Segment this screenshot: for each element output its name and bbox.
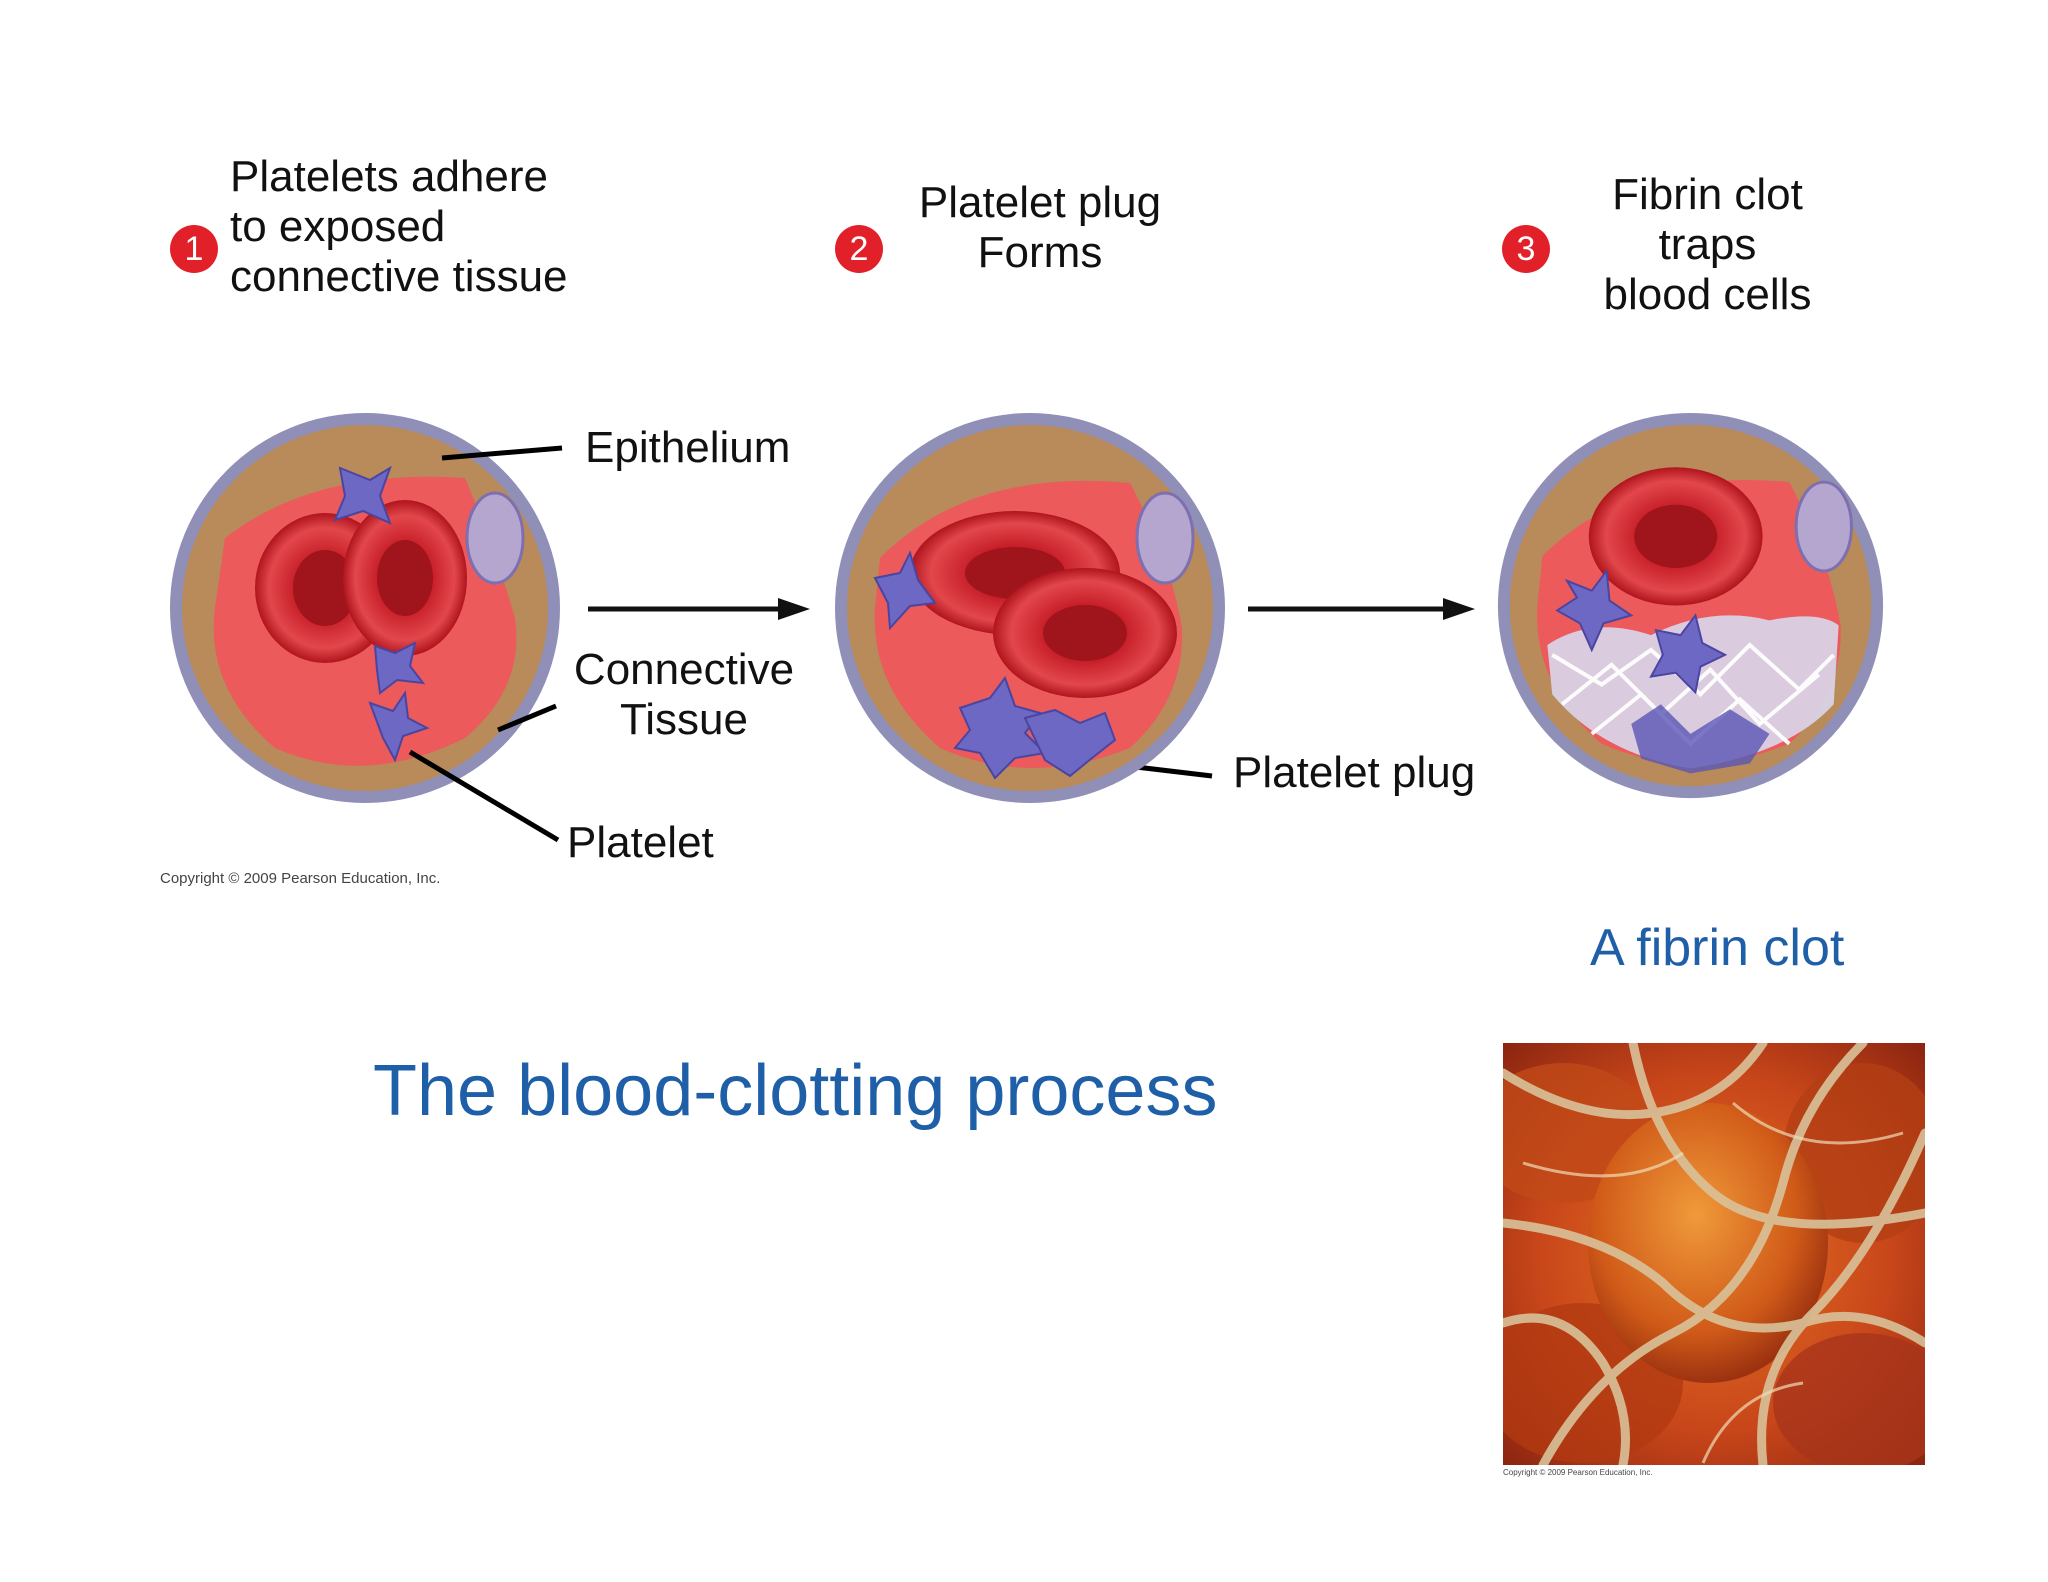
platelet-icon	[873, 550, 937, 631]
step-1-text: Platelets adhere to exposed connective t…	[230, 152, 568, 302]
step-2-line-2: Forms	[977, 228, 1103, 277]
step-2-text: Platelet plug Forms	[900, 178, 1180, 278]
platelet-icon	[333, 465, 392, 525]
copyright-photo: Copyright © 2009 Pearson Education, Inc.	[1503, 1468, 1653, 1477]
vessel-1-illustration	[170, 413, 560, 803]
step-1-badge: 1	[170, 225, 218, 273]
vessel-2-illustration	[835, 413, 1225, 803]
step-3-badge: 3	[1502, 225, 1550, 273]
arrow-2-icon	[1248, 598, 1475, 620]
step-3-line-1: Fibrin clot	[1612, 170, 1803, 219]
fibrin-clot-photo	[1503, 1043, 1925, 1465]
label-connective-tissue: Connective Tissue	[568, 645, 800, 745]
label-connective-line-1: Connective	[573, 645, 795, 694]
vessel-3-illustration	[1497, 412, 1884, 799]
copyright-main: Copyright © 2009 Pearson Education, Inc.	[160, 870, 441, 887]
platelet-icon	[368, 690, 430, 763]
step-1-line-3: connective tissue	[230, 252, 568, 301]
step-2-line-1: Platelet plug	[918, 178, 1162, 227]
platelet-icon	[1649, 613, 1728, 695]
platelet-plug-icon	[1023, 708, 1117, 778]
label-connective-line-2: Tissue	[620, 695, 748, 744]
label-epithelium: Epithelium	[585, 423, 791, 472]
label-platelet: Platelet	[567, 818, 714, 867]
photo-caption: A fibrin clot	[1590, 919, 1845, 977]
fibrin-strands	[1503, 1043, 1925, 1465]
platelet-icon	[373, 641, 426, 695]
label-platelet-plug: Platelet plug	[1233, 748, 1476, 797]
step-1-line-2: to exposed	[230, 202, 446, 251]
step-3-line-3: blood cells	[1603, 270, 1812, 319]
red-blood-cell-photo	[1588, 1103, 1828, 1383]
step-3-text: Fibrin clot traps blood cells	[1580, 170, 1835, 320]
page-title: The blood-clotting process	[373, 1051, 1218, 1131]
step-3-line-2: traps	[1658, 220, 1757, 269]
platelet-icon	[1555, 568, 1634, 653]
step-1-line-1: Platelets adhere	[230, 152, 548, 201]
arrow-1-icon	[588, 598, 810, 620]
step-2-badge: 2	[835, 225, 883, 273]
